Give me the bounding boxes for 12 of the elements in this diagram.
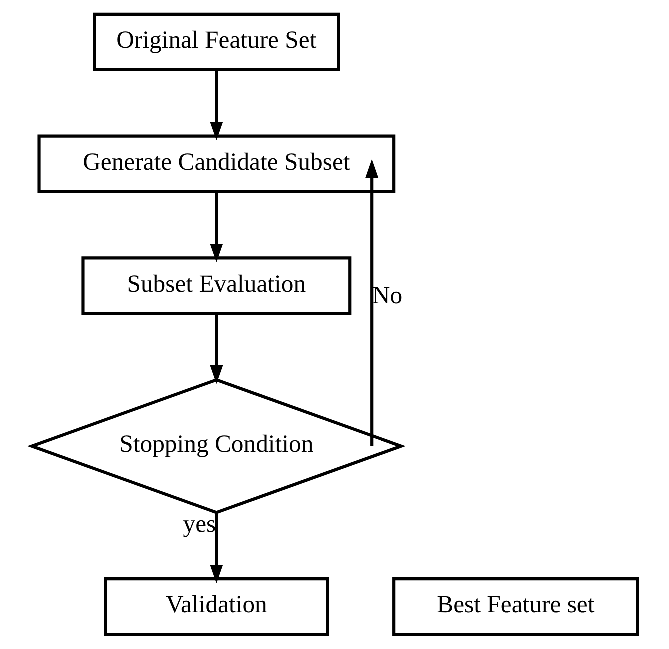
arrow <box>210 70 223 141</box>
node-box: Generate Candidate Subset <box>37 134 396 194</box>
edge-label: No <box>372 282 402 310</box>
arrow <box>210 192 223 262</box>
node-box: Original Feature Set <box>92 12 340 72</box>
arrow <box>365 159 378 446</box>
arrow <box>210 513 223 584</box>
node-box: Best Feature set <box>392 578 639 636</box>
node-diamond: Stopping Condition <box>26 378 406 514</box>
arrow <box>210 314 223 384</box>
node-box: Validation <box>104 578 329 636</box>
node-box: Subset Evaluation <box>81 256 352 316</box>
